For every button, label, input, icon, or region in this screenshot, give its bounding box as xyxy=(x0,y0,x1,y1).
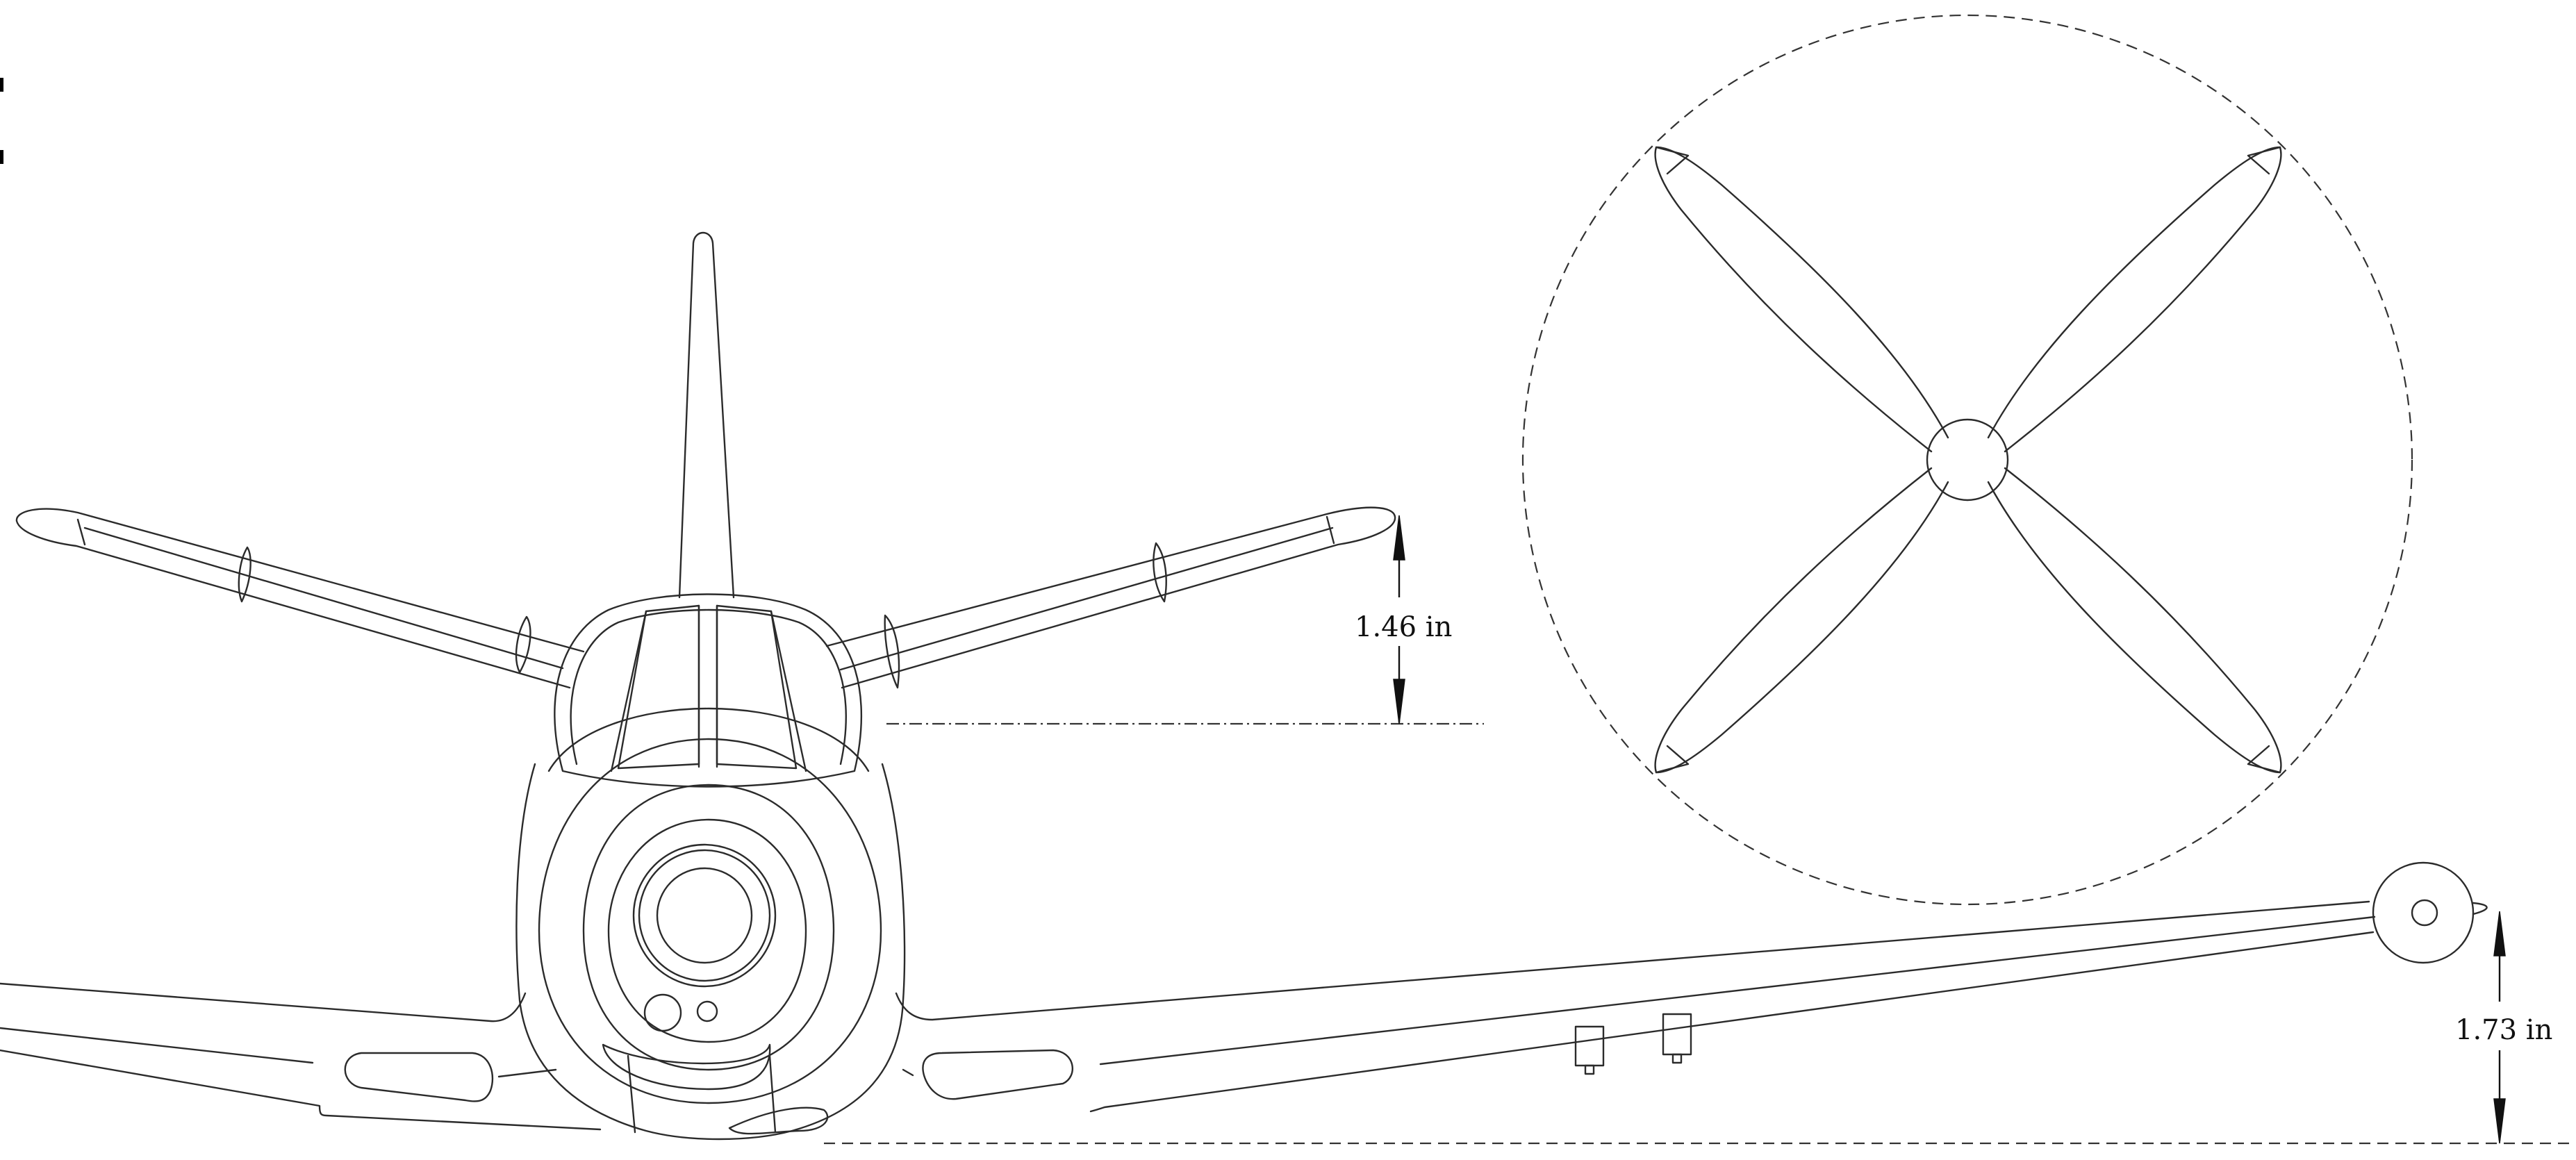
propeller-blade xyxy=(1987,467,2282,774)
underwing-store xyxy=(1671,1053,1683,1064)
wingtip-tank xyxy=(2372,861,2475,964)
stabilizer-inner-edge xyxy=(839,527,1334,671)
wing-root xyxy=(497,1068,557,1078)
spinner-ring xyxy=(638,849,771,982)
right-wing xyxy=(895,900,2370,1021)
edge-tick-mark xyxy=(0,150,3,164)
canopy-frame xyxy=(610,610,647,772)
exhaust-port xyxy=(696,1000,718,1022)
canopy-frame xyxy=(770,610,807,772)
spinner xyxy=(656,867,753,964)
stabilizer-inner-edge xyxy=(83,527,564,670)
left-wing xyxy=(0,1049,602,1131)
dimension-arrow-up xyxy=(1393,515,1405,561)
dimension-label: 1.73 in xyxy=(2455,1014,2552,1046)
cowling-arc xyxy=(547,707,870,772)
blade-tip xyxy=(1655,745,1690,774)
left-wing xyxy=(0,982,527,1022)
left-horizontal-stabilizer xyxy=(15,508,585,689)
dimension-stabilizer-height: 1.73 in xyxy=(824,911,2576,1145)
cowling-seam xyxy=(627,1054,636,1134)
cowling-ring xyxy=(582,784,835,1071)
right-wing xyxy=(1089,931,2375,1113)
propeller-blade xyxy=(1654,146,1949,453)
canopy-windscreen xyxy=(617,604,700,770)
blade-tip xyxy=(2247,745,2281,774)
right-horizontal-stabilizer xyxy=(825,506,1396,689)
dimension-wing-tip-height: 1.46 in xyxy=(886,515,1484,725)
propeller-disc xyxy=(1521,14,2413,906)
canopy-inner xyxy=(570,608,847,765)
chin-intake xyxy=(602,1043,771,1091)
propeller-view xyxy=(1521,14,2413,906)
stabilizer-rib xyxy=(76,518,86,546)
stabilizer-fairing xyxy=(515,615,531,674)
tail-wheel-fairing xyxy=(728,1107,829,1135)
fuselage-outline xyxy=(515,763,906,1141)
dimension-arrow-down xyxy=(1393,679,1405,724)
stabilizer-rib xyxy=(1326,515,1335,545)
stabilizer-fairing xyxy=(238,546,251,603)
dimension-label: 1.46 in xyxy=(1355,611,1452,643)
wing-root xyxy=(902,1068,914,1077)
stabilizer-fairing xyxy=(884,614,900,689)
canopy-windscreen xyxy=(716,604,798,770)
propeller-blade xyxy=(1654,467,1949,774)
underwing-store xyxy=(1584,1064,1595,1075)
aircraft-front-view xyxy=(0,231,2488,1141)
spinner-ring xyxy=(632,843,777,988)
cowling-ring xyxy=(538,738,882,1104)
dimension-arrow-down xyxy=(2493,1098,2506,1144)
stabilizer-fairing xyxy=(1153,542,1167,603)
propeller-hub xyxy=(1926,418,2009,502)
right-wing-radiator xyxy=(922,1049,1073,1100)
left-wing xyxy=(0,1027,314,1064)
canopy-outline xyxy=(554,593,863,788)
exhaust-port xyxy=(643,993,682,1032)
cowling-ring xyxy=(607,818,807,1043)
wingtip-tank-nose xyxy=(2472,902,2488,915)
underwing-store xyxy=(1574,1025,1605,1067)
vertical-fin xyxy=(678,231,735,599)
blade-tip xyxy=(1655,146,1690,175)
edge-tick-mark xyxy=(0,78,3,92)
right-wing xyxy=(1099,915,2376,1066)
left-wing-radiator xyxy=(344,1052,494,1102)
propeller-blade xyxy=(1987,146,2282,453)
wingtip-tank-cap xyxy=(2411,899,2438,927)
blade-tip xyxy=(2247,146,2281,175)
dimension-arrow-up xyxy=(2493,911,2506,956)
underwing-store xyxy=(1662,1013,1692,1056)
cowling-seam xyxy=(768,1054,777,1134)
